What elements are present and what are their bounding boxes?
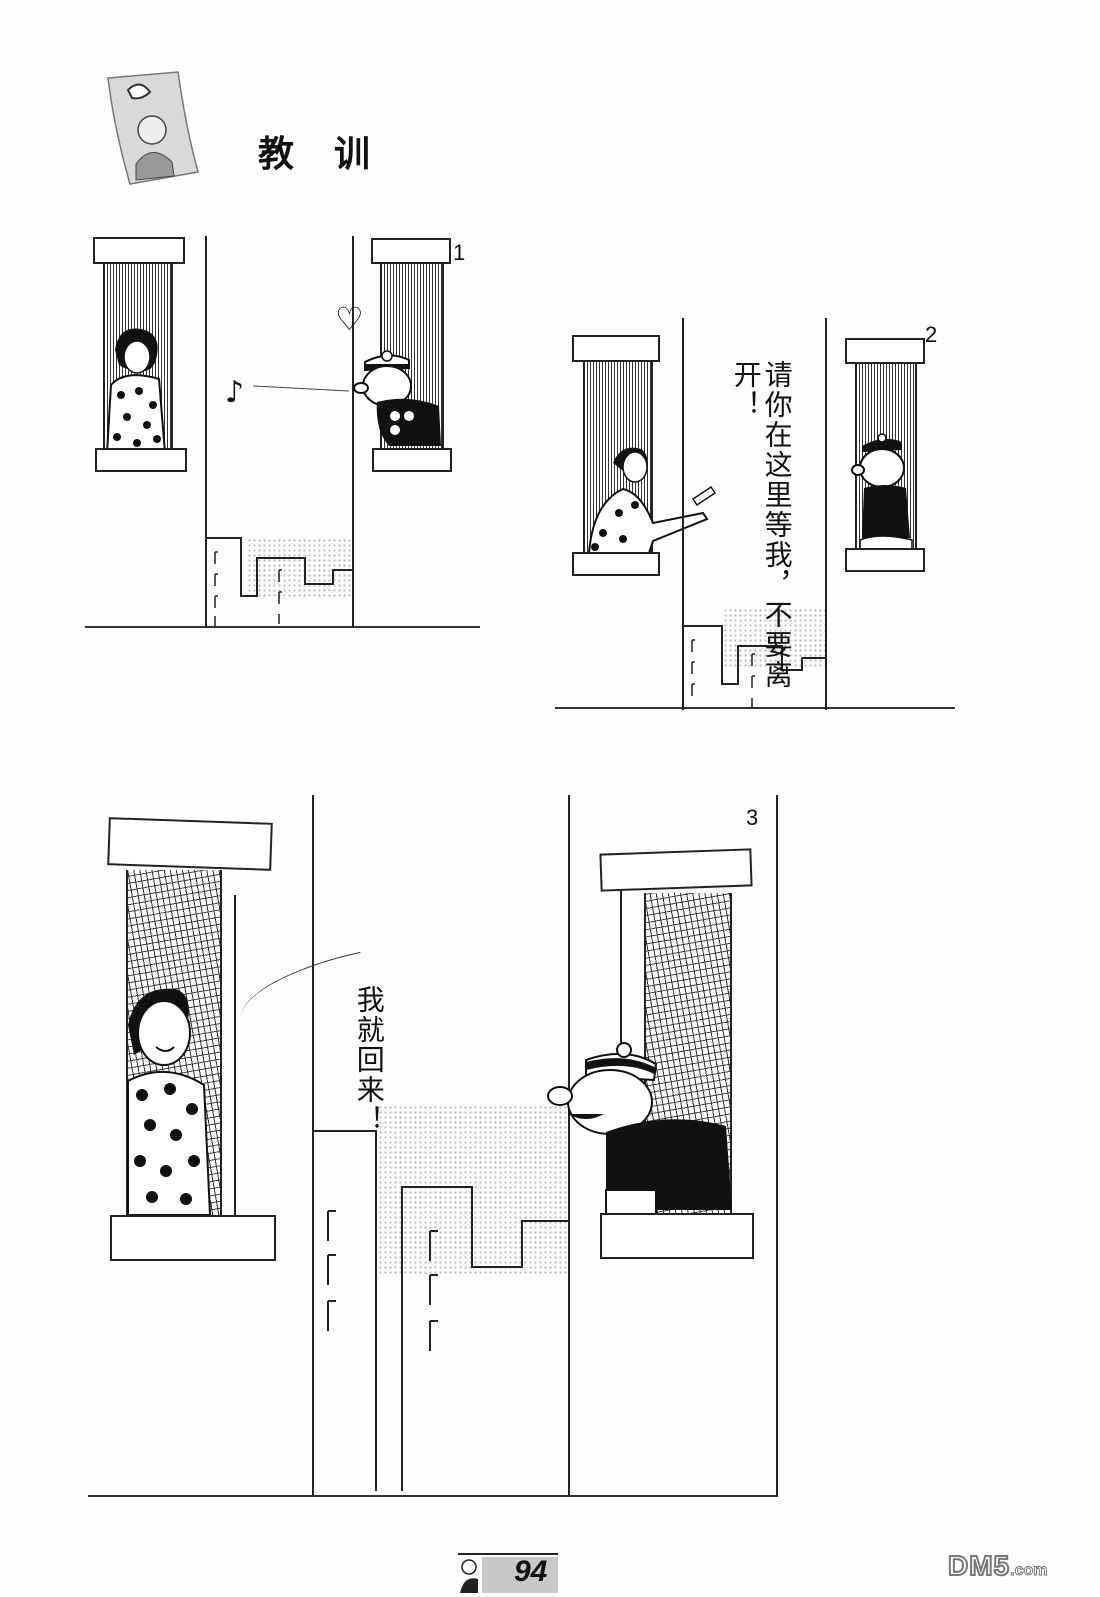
panel-1-ground [85, 626, 480, 628]
music-note-icon: ♪ [225, 375, 245, 410]
building-edge [825, 318, 827, 710]
panel-3-ground [88, 1495, 778, 1497]
page-number: 94 [514, 1555, 548, 1588]
panel-2-ground [555, 707, 955, 709]
man-figure [546, 1040, 746, 1224]
window-lintel [845, 338, 925, 364]
panel-number: 1 [453, 240, 466, 265]
city-skyline [312, 1130, 568, 1491]
title-char-1: 教 [258, 134, 335, 175]
city-skyline [682, 625, 825, 708]
panel-3: 我就回来！ 3 [88, 795, 788, 1507]
window-sill [372, 448, 452, 472]
watermark-suffix: .com [1010, 1562, 1048, 1580]
window-frame [234, 895, 236, 1215]
watermark: DM5.com [947, 1549, 1048, 1582]
mascot-icon [458, 1557, 480, 1593]
window-lintel [93, 237, 185, 264]
woman-figure [126, 985, 226, 1219]
panel-number: 2 [925, 322, 938, 347]
pinned-photo-icon [107, 71, 199, 185]
window-lintel [371, 238, 451, 264]
screen-tone [247, 538, 353, 598]
building-edge [205, 236, 207, 628]
heart-icon: ♡ [335, 300, 364, 338]
panel-3-right-edge [776, 795, 778, 1497]
page-title: 教训 [258, 125, 410, 177]
window-sill [110, 1215, 276, 1261]
building-edge [568, 795, 570, 1495]
whistle-line [253, 385, 349, 392]
woman-figure [105, 325, 175, 459]
speech-line-2: 我，不要离开！ [729, 360, 794, 690]
man-figure [850, 428, 930, 556]
building-edge [352, 236, 354, 628]
panel-2: 请你在这里等我，不要离开！ 2 [555, 318, 955, 713]
title-char-2: 训 [334, 134, 411, 175]
woman-figure [583, 443, 723, 557]
header-badge [100, 68, 200, 186]
speech-line-1: 请你在这里等 [760, 360, 794, 540]
window-lintel [599, 848, 753, 892]
window-sill [600, 1213, 754, 1259]
window-sill [95, 448, 187, 472]
building-edge [312, 795, 314, 1495]
man-figure [349, 350, 444, 454]
window-lintel [572, 335, 660, 362]
page-number-box: 94 [482, 1555, 558, 1593]
panel-number: 3 [746, 805, 759, 830]
watermark-logo: DM5 [947, 1549, 1011, 1582]
window-sill [845, 548, 925, 572]
building-edge [682, 318, 684, 710]
page-number-tab: 94 [458, 1553, 558, 1593]
window-sill [572, 552, 660, 576]
speech-text: 请你在这里等我，不要离开！ [729, 360, 794, 713]
window-lintel [107, 817, 273, 871]
speech-tail [233, 951, 369, 1020]
panel-1: ♪ ♡ 1 [85, 230, 480, 630]
city-skyline [205, 537, 353, 626]
